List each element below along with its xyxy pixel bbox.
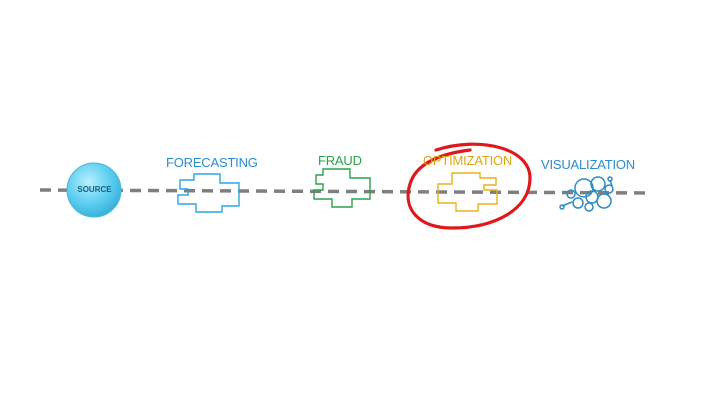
optimization-puzzle-icon (437, 172, 498, 212)
fraud-label: FRAUD (318, 153, 362, 168)
forecasting-label: FORECASTING (166, 155, 258, 170)
visualization-bubble-network-icon (559, 176, 614, 212)
pipeline-dashed-line (39, 188, 653, 195)
visualization-label: VISUALIZATION (541, 157, 635, 172)
optimization-label: OPTIMIZATION (423, 153, 513, 168)
fraud-puzzle-icon (313, 168, 371, 208)
optimization-highlight-ring (406, 142, 532, 230)
source-label: SOURCE (77, 185, 112, 194)
source-circle-icon (66, 162, 122, 218)
forecasting-puzzle-icon (177, 173, 240, 213)
